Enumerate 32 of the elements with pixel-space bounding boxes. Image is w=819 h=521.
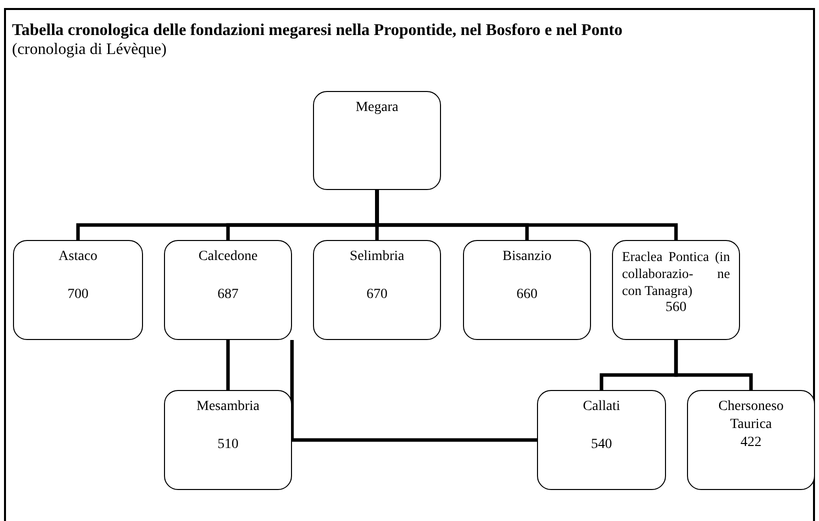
city-box	[687, 390, 815, 490]
city-name: Chersoneso Taurica	[717, 398, 785, 434]
city-box	[13, 240, 143, 340]
city-name: Bisanzio	[502, 248, 552, 266]
founding-date: 700	[68, 286, 88, 304]
city-name: Astaco	[58, 248, 98, 266]
diagram-title: Tabella cronologica delle fondazioni megaresi nella Propontide, nel Bosforo e nel Ponto	[12, 20, 622, 41]
founding-date: 540	[591, 436, 612, 454]
city-box	[164, 390, 292, 490]
diagram-subtitle: (cronologia di Lévèque)	[12, 40, 167, 60]
city-box	[313, 240, 441, 340]
founding-date: 422	[740, 434, 762, 452]
connector-line	[290, 340, 537, 442]
city-box	[463, 240, 591, 340]
city-name: Callati	[582, 398, 620, 416]
city-name: Selimbria	[350, 248, 404, 266]
founding-date: 670	[366, 286, 388, 304]
connector-line	[375, 190, 678, 240]
founding-date: 560	[666, 299, 686, 317]
city-box	[164, 240, 292, 340]
city-name: Mesambria	[196, 398, 260, 416]
city-name: Eraclea Pontica (in collaborazio- ne con Tanagra)	[622, 248, 730, 299]
founding-date: 660	[516, 286, 538, 304]
city-box	[537, 390, 666, 490]
city-box	[313, 91, 441, 190]
connector-line	[674, 340, 753, 390]
connector-line	[226, 340, 230, 390]
city-name: Megara	[356, 99, 398, 117]
founding-date: 687	[218, 286, 238, 304]
city-box	[612, 240, 740, 340]
founding-date: 510	[218, 436, 238, 454]
city-name: Calcedone	[198, 248, 258, 266]
